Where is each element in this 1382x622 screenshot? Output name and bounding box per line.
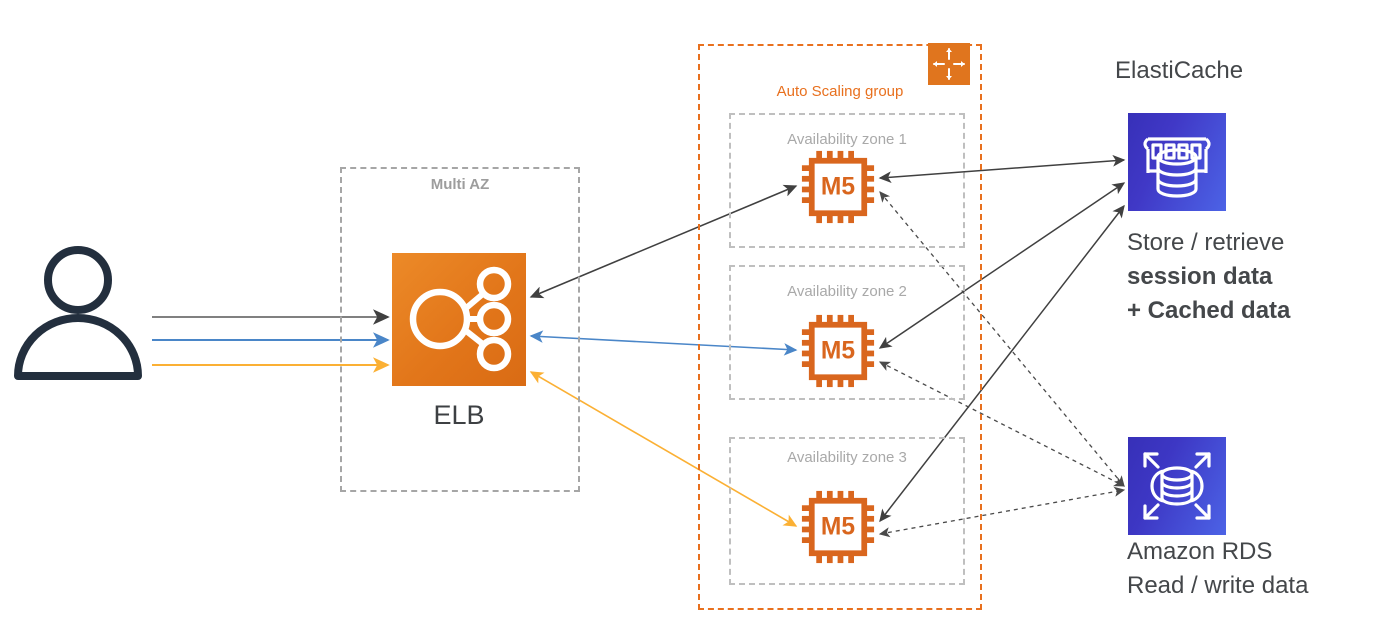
arrow-az1-instance-to-elasticache (878, 154, 1126, 184)
svg-text:M5: M5 (821, 174, 855, 201)
user-icon (14, 246, 142, 380)
arrow-az2-instance-to-rds (878, 361, 1126, 487)
availability-zone-2-box (729, 265, 965, 400)
multi-az-label: Multi AZ (430, 176, 490, 193)
elasticache-caption: Store / retrieve session data + Cached d… (1127, 226, 1290, 328)
amazon-rds-caption-line2: Read / write data (1127, 572, 1309, 599)
arrow-elb-to-az2-instance (529, 330, 798, 356)
elasticache-title: ElastiCache (1115, 57, 1244, 84)
svg-text:M5: M5 (821, 338, 855, 365)
ec2-instance-az1[interactable]: M5 (797, 146, 879, 228)
elasticache-icon[interactable] (1128, 113, 1226, 211)
ec2-instance-az3[interactable]: M5 (797, 486, 879, 568)
arrow-az3-instance-to-rds (878, 486, 1126, 538)
elasticache-caption-line2: session data (1127, 263, 1273, 290)
auto-scaling-group-box (698, 44, 982, 610)
amazon-rds-caption-line1: Amazon RDS (1127, 538, 1273, 565)
amazon-rds-icon[interactable] (1128, 437, 1226, 535)
ec2-instance-az2[interactable]: M5 (797, 310, 879, 392)
availability-zone-1-box (729, 113, 965, 248)
availability-zone-3-label: Availability zone 3 (787, 449, 907, 466)
svg-text:M5: M5 (821, 514, 855, 541)
amazon-rds-caption: Amazon RDS Read / write data (1127, 535, 1308, 603)
elasticache-caption-line3: + Cached data (1127, 297, 1291, 324)
auto-scaling-group-label: Auto Scaling group (776, 83, 904, 100)
availability-zone-2-label: Availability zone 2 (787, 283, 907, 300)
availability-zone-3-box (729, 437, 965, 585)
arrow-elb-to-az1-instance (529, 184, 798, 299)
arrow-elb-to-az3-instance (529, 371, 798, 527)
multi-az-box (340, 167, 580, 492)
auto-scaling-icon[interactable] (928, 43, 970, 85)
elb-label: ELB (433, 400, 485, 430)
availability-zone-1-label: Availability zone 1 (787, 131, 907, 148)
elastic-load-balancer-icon[interactable] (392, 253, 526, 386)
elasticache-caption-line1: Store / retrieve (1127, 229, 1285, 256)
